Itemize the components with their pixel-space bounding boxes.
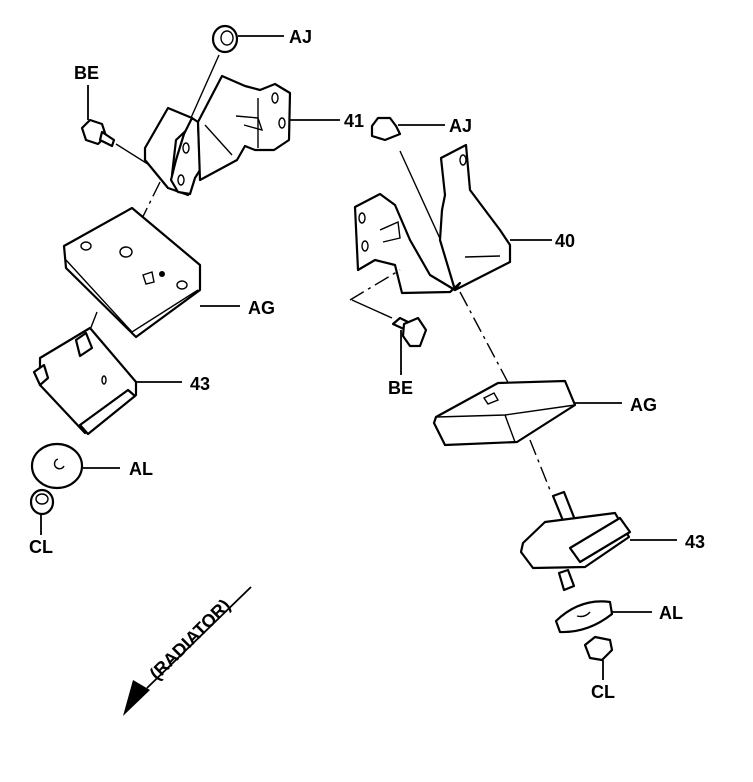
bolt-be-right <box>391 316 428 348</box>
nut-aj-left <box>211 24 239 54</box>
label-be-right: BE <box>388 378 413 398</box>
washer-al-left <box>30 442 84 490</box>
nut-cl-left <box>29 488 55 516</box>
axis-line-left-mid <box>89 311 98 331</box>
label-ag-left: AG <box>248 298 275 318</box>
pad-ag-right <box>432 379 577 447</box>
label-43-left: 43 <box>190 374 210 394</box>
axis-line-aj-left <box>189 54 220 121</box>
bracket-41 <box>143 74 292 197</box>
washer-al-right <box>554 600 614 634</box>
axis-line-be-right <box>349 269 401 301</box>
label-40: 40 <box>555 231 575 251</box>
mount-43-left <box>32 326 138 436</box>
radiator-direction-label: (RADIATOR) <box>146 595 235 684</box>
axis-line-right-upper <box>459 291 513 391</box>
axis-line-right-lower <box>529 439 551 491</box>
nut-cl-right <box>583 635 614 662</box>
mount-43-right <box>519 490 632 592</box>
bolt-be-left <box>80 118 116 148</box>
label-al-left: AL <box>129 459 153 479</box>
label-41: 41 <box>344 111 364 131</box>
nut-aj-right <box>370 116 402 142</box>
label-aj-left: AJ <box>289 27 312 47</box>
label-cl-left: CL <box>29 537 53 557</box>
pad-ag-left <box>62 206 202 339</box>
bracket-40 <box>353 143 512 295</box>
label-cl-right: CL <box>591 682 615 702</box>
axis-line-be-right-2 <box>351 299 393 319</box>
label-aj-right: AJ <box>449 116 472 136</box>
radiator-direction-arrow <box>123 586 252 716</box>
label-be-left: BE <box>74 63 99 83</box>
label-al-right: AL <box>659 603 683 623</box>
label-ag-right: AG <box>630 395 657 415</box>
label-43-right: 43 <box>685 532 705 552</box>
